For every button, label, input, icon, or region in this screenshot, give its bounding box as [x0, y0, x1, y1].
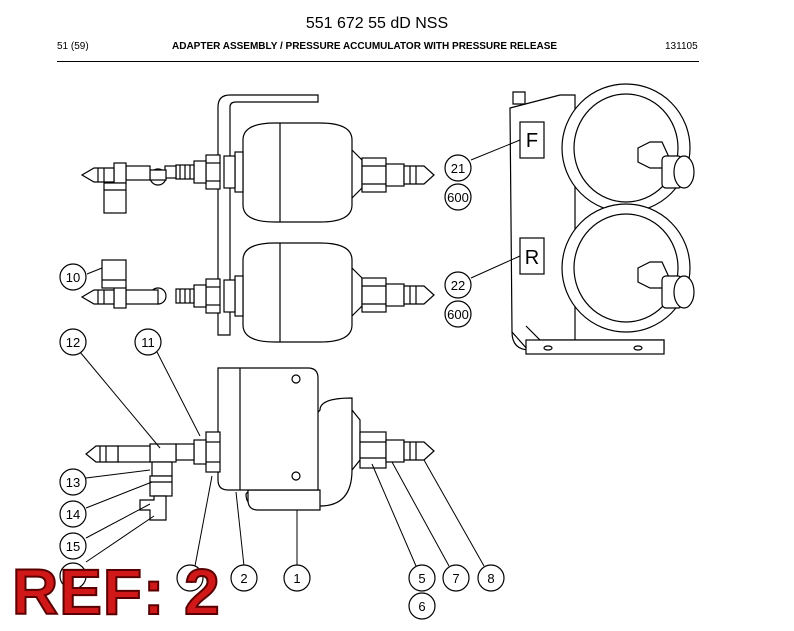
svg-text:4: 4 — [186, 571, 193, 586]
svg-text:22: 22 — [451, 278, 465, 293]
callout-22: 22 — [444, 271, 472, 299]
callout-12: 12 — [59, 328, 87, 356]
callout-21: 21 — [444, 154, 472, 182]
callout-4: 4 — [176, 564, 204, 592]
ref-stamp: REF: 2 — [11, 556, 221, 628]
panel-mark-r: R — [525, 247, 539, 269]
document-subtitle: ADAPTER ASSEMBLY / PRESSURE ACCUMULATOR … — [172, 41, 558, 52]
callout-16 — [59, 562, 87, 590]
callout-2: 2 — [230, 564, 258, 592]
callout-10: 10 — [59, 263, 87, 291]
callout-15: 15 — [59, 532, 87, 560]
callout-5: 5 — [408, 564, 436, 592]
svg-text:1: 1 — [293, 571, 300, 586]
svg-text:15: 15 — [66, 539, 80, 554]
document-title: 551 672 55 dD NSS — [305, 15, 449, 32]
svg-text:14: 14 — [66, 507, 80, 522]
callout-1: 1 — [283, 564, 311, 592]
leader-lines — [79, 139, 521, 567]
svg-text:600: 600 — [447, 190, 469, 205]
callout-13: 13 — [59, 468, 87, 496]
svg-text:13: 13 — [66, 475, 80, 490]
panel-mark-f: F — [526, 130, 538, 152]
accumulator-end-view — [509, 83, 695, 355]
document-code: 131105 — [665, 41, 698, 52]
accumulator-upper — [242, 122, 435, 223]
callout-7: 7 — [442, 564, 470, 592]
valve-fitting-upper — [80, 151, 244, 214]
svg-text:2: 2 — [240, 571, 247, 586]
callout-6: 6 — [408, 592, 436, 620]
header-rule — [57, 61, 699, 62]
svg-text:8: 8 — [487, 571, 494, 586]
callout-600-upper: 600 — [444, 183, 472, 211]
accumulator-lower — [242, 242, 435, 343]
callout-600-lower: 600 — [444, 300, 472, 328]
callout-14: 14 — [59, 500, 87, 528]
svg-text:21: 21 — [451, 161, 465, 176]
adapter-assembly-bottom — [85, 367, 435, 521]
svg-text:600: 600 — [447, 307, 469, 322]
callout-8: 8 — [477, 564, 505, 592]
callout-11: 11 — [134, 328, 162, 356]
valve-fitting-lower — [80, 259, 244, 317]
svg-text:5: 5 — [418, 571, 425, 586]
svg-text:12: 12 — [66, 335, 80, 350]
svg-text:11: 11 — [141, 335, 155, 350]
page-number: 51 (59) — [57, 41, 89, 52]
svg-text:7: 7 — [452, 571, 459, 586]
svg-text:10: 10 — [66, 270, 80, 285]
svg-text:6: 6 — [418, 599, 425, 614]
